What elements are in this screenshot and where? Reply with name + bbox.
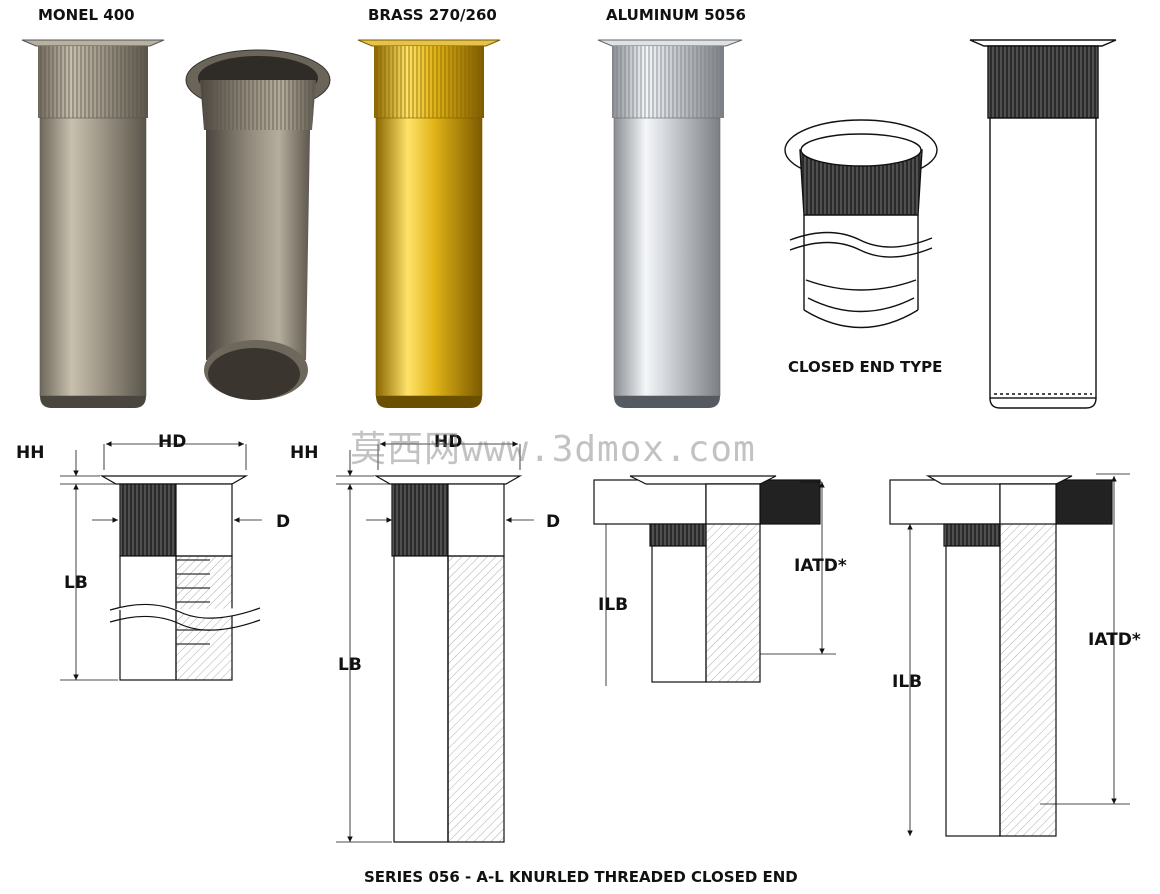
footer-caption: SERIES 056 - A-L KNURLED THREADED CLOSED… [364,868,798,886]
closed-end-sketch [784,119,938,329]
label-brass: BRASS 270/260 [368,6,497,24]
dim-hd: HD [158,432,187,452]
dim-d-long: D [546,512,561,532]
dim-hh-long: HH [290,443,319,463]
dim-lb: LB [64,573,88,593]
dim-lb-long: LB [338,655,362,675]
dim-ilb: ILB [598,595,629,615]
installed-short [593,475,836,686]
dim-iatd: IATD* [794,556,847,576]
dim-hd-long: HD [434,432,463,452]
label-monel: MONEL 400 [38,6,135,24]
installed-long [889,473,1130,837]
dim-ilb-long: ILB [892,672,923,692]
dim-hh: HH [16,443,45,463]
closed-end-caption: CLOSED END TYPE [788,358,943,376]
monel-insert-angled [185,49,331,400]
brass-insert [357,39,501,408]
aluminum-insert [597,39,743,408]
label-aluminum: ALUMINUM 5056 [606,6,746,24]
outline-elevation [969,39,1117,409]
section-short [60,441,262,681]
section-long [336,441,534,843]
dim-iatd-long: IATD* [1088,630,1141,650]
monel-insert-front [21,39,165,408]
dim-d: D [276,512,291,532]
watermark: 莫西网www.3dmox.com [350,429,756,470]
